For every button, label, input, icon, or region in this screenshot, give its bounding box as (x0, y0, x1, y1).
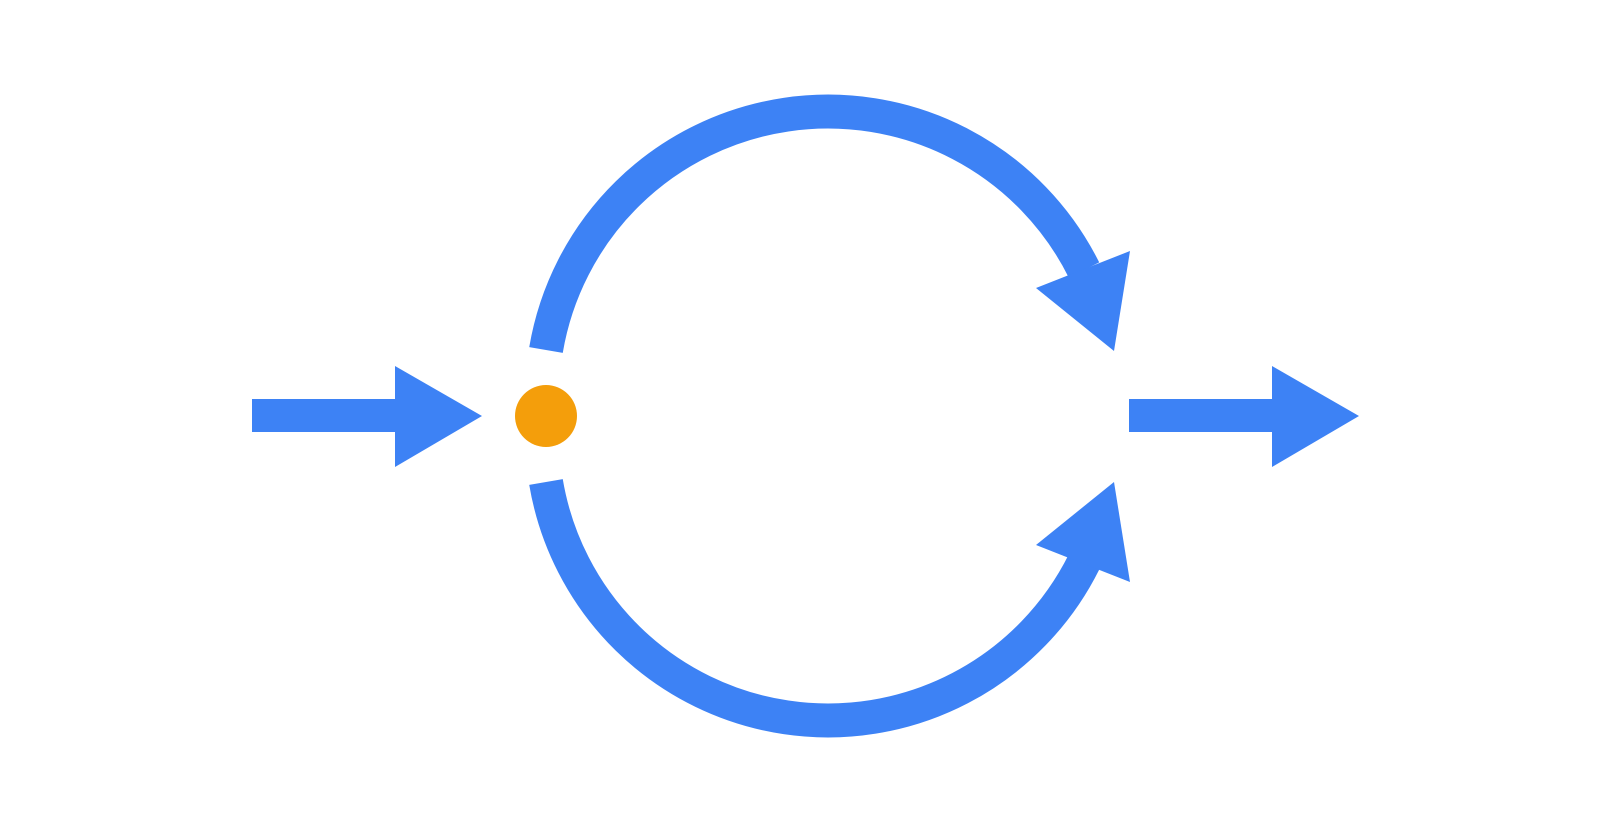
input-arrow (252, 366, 482, 467)
upper-branch-arrow-head (1036, 251, 1130, 351)
lower-branch-arrow (529, 479, 1130, 738)
upper-branch-arrow (529, 94, 1130, 353)
output-arrow-shaft (1129, 399, 1273, 432)
split-point-node (515, 385, 577, 447)
input-arrow-head (395, 366, 482, 467)
input-arrow-shaft (252, 399, 396, 432)
output-arrow (1129, 366, 1359, 467)
output-arrow-head (1272, 366, 1359, 467)
lower-branch-arrow-head (1036, 482, 1130, 582)
lower-branch-arc (529, 479, 1100, 738)
upper-branch-arc (529, 94, 1100, 353)
